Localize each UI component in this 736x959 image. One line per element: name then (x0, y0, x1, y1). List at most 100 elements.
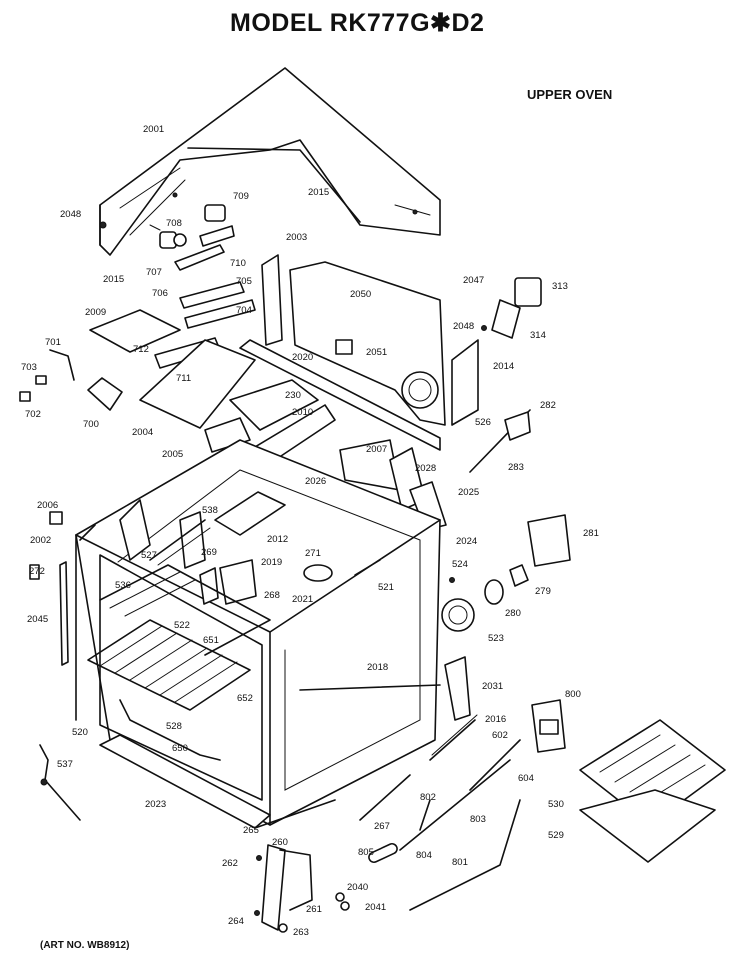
part-labels: 2001201520487097082015707710200320473137… (21, 124, 599, 938)
part-label-803: 803 (470, 814, 486, 825)
part-label-283: 283 (508, 462, 524, 473)
part-label-265: 265 (243, 825, 259, 836)
part-label-2004: 2004 (132, 427, 153, 438)
part-label-651: 651 (203, 635, 219, 646)
part-label-2048: 2048 (60, 209, 81, 220)
part-label-2009: 2009 (85, 307, 106, 318)
part-label-2003: 2003 (286, 232, 307, 243)
part-label-267: 267 (374, 821, 390, 832)
part-label-650: 650 (172, 743, 188, 754)
part-label-2002: 2002 (30, 535, 51, 546)
part-label-2018: 2018 (367, 662, 388, 673)
fan-motor-313 (481, 277, 542, 339)
part-label-2028: 2028 (415, 463, 436, 474)
part-label-800: 800 (565, 689, 581, 700)
part-label-538: 538 (202, 505, 218, 516)
section-title: UPPER OVEN (527, 87, 613, 102)
bottom-frame-2023 (99, 734, 336, 829)
part-label-2040: 2040 (347, 882, 368, 893)
part-label-706: 706 (152, 288, 168, 299)
part-label-2050: 2050 (350, 289, 371, 300)
part-label-527: 527 (141, 550, 157, 561)
meat-probe-537 (39, 744, 81, 821)
part-label-2048: 2048 (453, 321, 474, 332)
part-label-700: 700 (83, 419, 99, 430)
side-rail-2031 (299, 656, 478, 761)
part-label-281: 281 (583, 528, 599, 539)
control-switches (159, 204, 235, 271)
part-label-521: 521 (378, 582, 394, 593)
part-label-2047: 2047 (463, 275, 484, 286)
part-label-272: 272 (29, 566, 45, 577)
part-label-2023: 2023 (145, 799, 166, 810)
top-cover-2001 (99, 67, 441, 256)
part-label-268: 268 (264, 590, 280, 601)
part-label-2010: 2010 (292, 407, 313, 418)
side-panel-2014 (451, 339, 479, 426)
part-label-2024: 2024 (456, 536, 477, 547)
part-label-2020: 2020 (292, 352, 313, 363)
part-label-522: 522 (174, 620, 190, 631)
side-trim-2045 (29, 511, 69, 666)
part-label-2015: 2015 (103, 274, 124, 285)
part-label-2019: 2019 (261, 557, 282, 568)
part-label-804: 804 (416, 850, 432, 861)
part-label-652: 652 (237, 693, 253, 704)
part-label-536: 536 (115, 580, 131, 591)
part-label-712: 712 (133, 344, 149, 355)
part-label-703: 703 (21, 362, 37, 373)
rear-panel-2050 (261, 254, 446, 426)
part-label-705: 705 (236, 276, 252, 287)
part-label-805: 805 (358, 847, 374, 858)
door-hinge-260 (254, 844, 350, 933)
part-label-710: 710 (230, 258, 246, 269)
part-label-2005: 2005 (162, 449, 183, 460)
part-label-801: 801 (452, 857, 468, 868)
part-label-707: 707 (146, 267, 162, 278)
part-label-2025: 2025 (458, 487, 479, 498)
part-label-602: 602 (492, 730, 508, 741)
part-label-529: 529 (548, 830, 564, 841)
timer-800 (531, 699, 566, 753)
part-label-702: 702 (25, 409, 41, 420)
part-label-708: 708 (166, 218, 182, 229)
part-label-264: 264 (228, 916, 244, 927)
part-label-263: 263 (293, 927, 309, 938)
inner-parts (149, 491, 381, 605)
art-number: (ART NO. WB8912) (40, 940, 130, 951)
part-label-528: 528 (166, 721, 182, 732)
part-label-2006: 2006 (37, 500, 58, 511)
part-label-2016: 2016 (485, 714, 506, 725)
part-label-711: 711 (176, 373, 191, 384)
part-label-230: 230 (285, 390, 301, 401)
part-label-524: 524 (452, 559, 468, 570)
part-label-802: 802 (420, 792, 436, 803)
broil-element-282 (469, 409, 531, 473)
part-label-260: 260 (272, 837, 288, 848)
part-label-523: 523 (488, 633, 504, 644)
model-title: MODEL RK777G✱D2 (230, 9, 485, 37)
part-label-2015: 2015 (308, 187, 329, 198)
rotisserie-parts (359, 739, 521, 911)
part-label-2001: 2001 (143, 124, 164, 135)
part-label-709: 709 (233, 191, 249, 202)
part-label-314: 314 (530, 330, 546, 341)
broiler-pan (579, 719, 726, 863)
part-label-2007: 2007 (366, 444, 387, 455)
part-label-526: 526 (475, 417, 491, 428)
part-label-2021: 2021 (292, 594, 313, 605)
part-label-530: 530 (548, 799, 564, 810)
part-label-271: 271 (305, 548, 321, 559)
part-label-282: 282 (540, 400, 556, 411)
part-label-2014: 2014 (493, 361, 514, 372)
part-label-704: 704 (236, 305, 252, 316)
part-label-2026: 2026 (305, 476, 326, 487)
part-label-2041: 2041 (365, 902, 386, 913)
part-label-537: 537 (57, 759, 73, 770)
part-label-261: 261 (306, 904, 322, 915)
door-latch-700 (19, 349, 123, 411)
part-label-262: 262 (222, 858, 238, 869)
part-label-280: 280 (505, 608, 521, 619)
